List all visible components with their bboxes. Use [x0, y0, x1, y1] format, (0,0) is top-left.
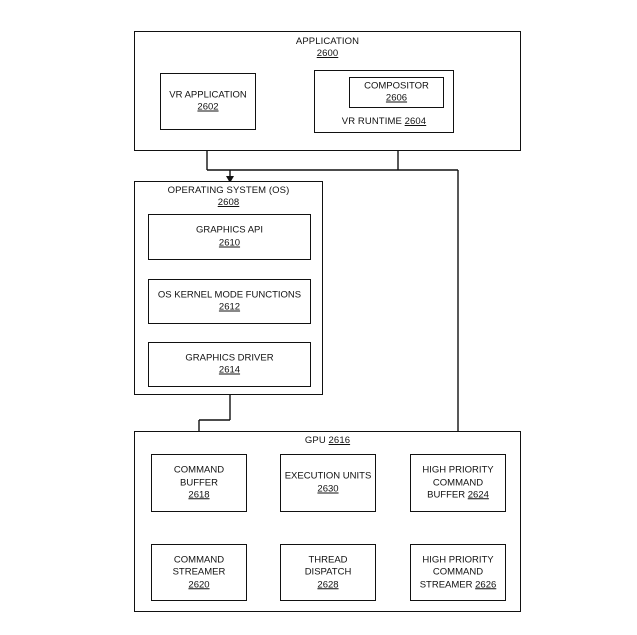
gpu-label: GPU — [304, 435, 326, 446]
command-streamer-line1: COMMAND — [173, 553, 225, 565]
hp-command-streamer-number: 2626 — [475, 578, 497, 590]
application-title: APPLICATION 2600 — [135, 36, 520, 60]
hp-command-streamer-line2: COMMAND — [432, 566, 484, 578]
hp-command-streamer-line3: STREAMER — [419, 578, 473, 590]
os-label: OPERATING SYSTEM (OS) — [167, 185, 290, 196]
thread-dispatch-box: THREAD DISPATCH 2628 — [280, 544, 376, 601]
thread-dispatch-number: 2628 — [317, 578, 339, 590]
command-buffer-line2: BUFFER — [180, 476, 218, 488]
hp-command-buffer-line2: COMMAND — [432, 476, 484, 488]
gpu-title: GPU 2616 — [135, 435, 520, 447]
vr-application-box: VR APPLICATION 2602 — [160, 73, 256, 130]
graphics-driver-number: 2614 — [218, 364, 241, 376]
graphics-api-number: 2610 — [218, 237, 241, 248]
compositor-box: COMPOSITOR 2606 — [349, 77, 444, 108]
hp-command-buffer-line3: BUFFER — [427, 489, 466, 501]
vr-application-number: 2602 — [197, 101, 219, 113]
execution-units-number: 2630 — [317, 483, 339, 494]
graphics-api-box: GRAPHICS API 2610 — [148, 214, 311, 260]
os-number: 2608 — [217, 197, 240, 208]
hp-command-buffer-line1: HIGH PRIORITY — [422, 464, 494, 476]
execution-units-label: EXECUTION UNITS — [284, 470, 372, 482]
vr-runtime-caption: VR RUNTIME 2604 — [315, 116, 453, 128]
graphics-driver-label: GRAPHICS DRIVER — [185, 352, 274, 363]
command-buffer-box: COMMAND BUFFER 2618 — [151, 454, 247, 512]
hp-command-streamer-line1: HIGH PRIORITY — [422, 553, 494, 565]
kernel-functions-box: OS KERNEL MODE FUNCTIONS 2612 — [148, 279, 311, 324]
hp-command-buffer-box: HIGH PRIORITY COMMAND BUFFER 2624 — [410, 454, 506, 512]
command-streamer-number: 2620 — [188, 578, 210, 590]
command-buffer-number: 2618 — [188, 489, 210, 501]
application-label: APPLICATION — [295, 36, 360, 47]
thread-dispatch-line2: DISPATCH — [304, 566, 352, 578]
hp-command-streamer-box: HIGH PRIORITY COMMAND STREAMER 2626 — [410, 544, 506, 601]
execution-units-box: EXECUTION UNITS 2630 — [280, 454, 376, 512]
compositor-number: 2606 — [385, 92, 408, 104]
command-streamer-box: COMMAND STREAMER 2620 — [151, 544, 247, 601]
vr-runtime-number: 2604 — [404, 116, 427, 127]
graphics-api-label: GRAPHICS API — [195, 224, 264, 236]
command-buffer-line1: COMMAND — [173, 464, 225, 476]
kernel-functions-number: 2612 — [218, 301, 241, 313]
application-number: 2600 — [316, 48, 339, 59]
compositor-label: COMPOSITOR — [364, 80, 429, 91]
thread-dispatch-line1: THREAD — [308, 553, 348, 565]
vr-application-label: VR APPLICATION — [169, 89, 247, 100]
vr-runtime-label: VR RUNTIME — [341, 116, 402, 127]
graphics-driver-box: GRAPHICS DRIVER 2614 — [148, 342, 311, 387]
kernel-functions-label: OS KERNEL MODE FUNCTIONS — [157, 289, 302, 300]
command-streamer-line2: STREAMER — [172, 566, 226, 578]
gpu-number: 2616 — [328, 435, 351, 446]
hp-command-buffer-number: 2624 — [467, 489, 489, 501]
os-title: OPERATING SYSTEM (OS) 2608 — [135, 185, 322, 209]
